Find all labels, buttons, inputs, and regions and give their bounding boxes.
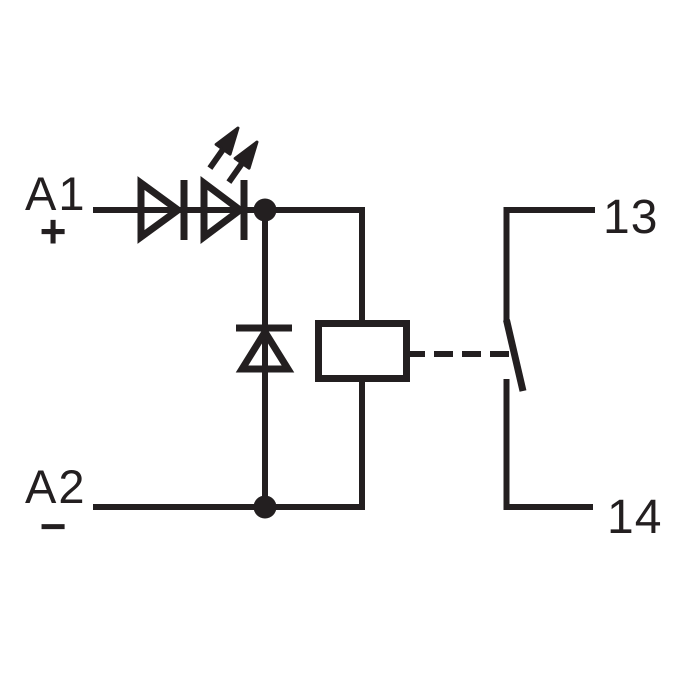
terminal-a1-label: A1 (25, 167, 87, 220)
relay-coil-symbol (315, 320, 410, 382)
a1-wire (93, 207, 365, 320)
led-diode-icon (200, 176, 248, 244)
contact-blade (503, 319, 527, 392)
a2-wire (93, 382, 365, 510)
junction-dot-bottom (253, 495, 277, 519)
led-emission-arrows-icon (207, 126, 259, 184)
terminal-14-label: 14 (607, 491, 662, 544)
freewheeling-diode-icon (235, 324, 295, 373)
terminal-a2-label: A2 (25, 460, 87, 513)
junction-dot-top (253, 198, 277, 222)
terminal-14-wire (503, 379, 593, 510)
terminal-a2-polarity: − (40, 500, 67, 552)
terminal-13-wire (503, 207, 595, 321)
terminal-13-label: 13 (603, 191, 658, 244)
series-diode-icon (137, 176, 188, 244)
terminal-a1-polarity: + (40, 205, 67, 257)
